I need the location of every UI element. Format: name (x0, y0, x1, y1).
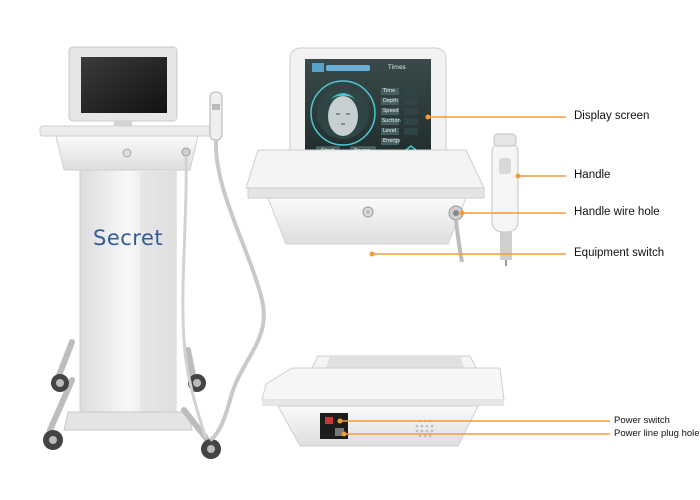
screen-menu-item: Energy (383, 138, 401, 144)
handpiece-cable (208, 139, 266, 442)
screen-header-label: Times (388, 64, 406, 71)
monitor-screen (81, 57, 167, 113)
face-graphic (328, 96, 358, 136)
callout-lines (337, 114, 610, 437)
screen-menu-item: Depth (383, 98, 399, 104)
screen-pause-button: Pause (354, 148, 371, 154)
label-display-screen: Display screen (574, 110, 650, 122)
tray (39, 125, 217, 137)
handle (491, 141, 519, 233)
screen-start-button: Start (321, 148, 335, 154)
label-handle: Handle (574, 169, 611, 181)
screen-menu-item: Level (383, 128, 397, 134)
screen-menu-item: Speed (383, 108, 399, 114)
standing-device (39, 46, 266, 459)
handpiece (209, 91, 223, 141)
screen-menu-item: Suction (382, 118, 401, 124)
label-power-line-plug-hole: Power line plug hole (614, 428, 700, 439)
screen-menu-item: Time (383, 88, 396, 94)
device-head (245, 47, 519, 266)
label-power-switch: Power switch (614, 415, 670, 426)
device-rear (261, 355, 505, 447)
label-handle-wire-hole: Handle wire hole (574, 206, 660, 218)
head-button (122, 148, 132, 158)
brand-name: Secret (93, 226, 164, 250)
label-equipment-switch: Equipment switch (574, 247, 665, 259)
